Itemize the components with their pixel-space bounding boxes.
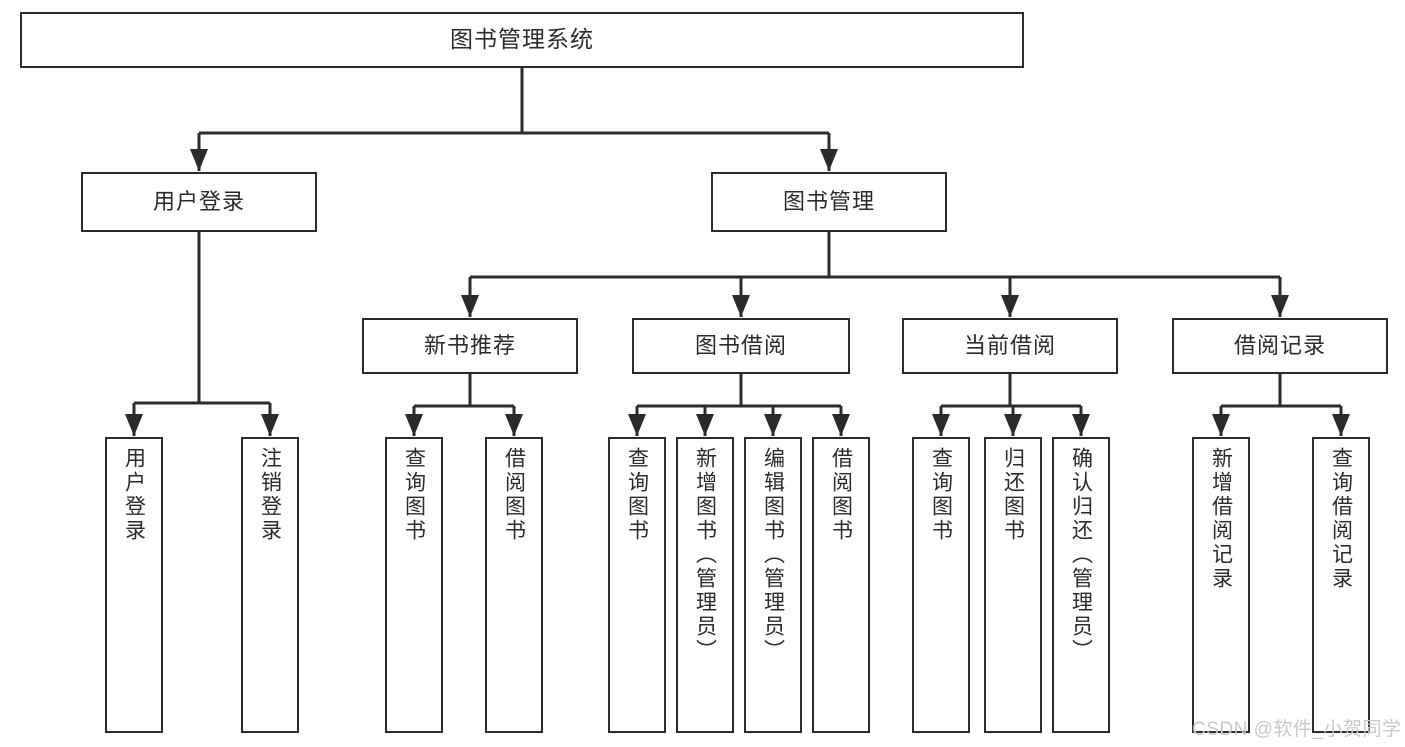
node-label: 借阅图书 [829, 447, 853, 543]
node-leaf5[interactable]: 查询图书 [608, 437, 666, 733]
node-label: 新增借阅记录 [1209, 447, 1233, 591]
node-l1a[interactable]: 用户登录 [81, 172, 317, 232]
node-label: 借阅图书 [502, 447, 526, 543]
node-l1b[interactable]: 图书管理 [711, 172, 947, 232]
node-leaf3[interactable]: 查询图书 [385, 437, 443, 733]
node-label: 借阅记录 [1233, 333, 1326, 359]
node-root[interactable]: 图书管理系统 [20, 12, 1024, 68]
node-leaf1[interactable]: 用户登录 [105, 437, 163, 733]
node-label: 图书管理系统 [450, 26, 594, 53]
node-label: 图书借阅 [694, 333, 787, 359]
node-leaf13[interactable]: 查询借阅记录 [1312, 437, 1370, 733]
node-leaf9[interactable]: 查询图书 [912, 437, 970, 733]
node-leaf12[interactable]: 新增借阅记录 [1192, 437, 1250, 733]
node-label: 新书推荐 [423, 333, 516, 359]
node-l2c[interactable]: 当前借阅 [902, 318, 1118, 374]
node-leaf7[interactable]: 编辑图书（管理员） [744, 437, 802, 733]
node-leaf4[interactable]: 借阅图书 [485, 437, 543, 733]
node-label: 用户登录 [152, 189, 245, 215]
node-label: 编辑图书（管理员） [761, 447, 785, 663]
node-label: 查询借阅记录 [1329, 447, 1353, 591]
node-l2b[interactable]: 图书借阅 [632, 318, 850, 374]
node-label: 查询图书 [625, 447, 649, 543]
node-label: 当前借阅 [963, 333, 1056, 359]
node-leaf10[interactable]: 归还图书 [984, 437, 1042, 733]
node-label: 新增图书（管理员） [693, 447, 717, 663]
node-label: 确认归还（管理员） [1069, 447, 1093, 663]
node-leaf11[interactable]: 确认归还（管理员） [1052, 437, 1110, 733]
node-label: 注销登录 [258, 447, 282, 543]
node-l2d[interactable]: 借阅记录 [1172, 318, 1388, 374]
watermark: CSDN @软件_小贺同学 [1192, 719, 1402, 740]
node-label: 图书管理 [782, 189, 875, 215]
node-label: 用户登录 [122, 447, 146, 543]
node-leaf8[interactable]: 借阅图书 [812, 437, 870, 733]
node-leaf2[interactable]: 注销登录 [241, 437, 299, 733]
node-label: 查询图书 [929, 447, 953, 543]
node-l2a[interactable]: 新书推荐 [362, 318, 578, 374]
node-leaf6[interactable]: 新增图书（管理员） [676, 437, 734, 733]
node-label: 归还图书 [1001, 447, 1025, 543]
node-label: 查询图书 [402, 447, 426, 543]
